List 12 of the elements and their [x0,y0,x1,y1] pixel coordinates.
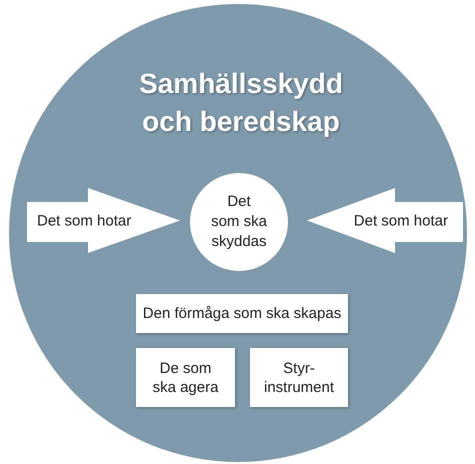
card-label: Styr- instrument [262,358,336,396]
block-arrow [307,188,463,253]
info-card [250,348,348,407]
circle-heading: Samhällsskydd och beredskap [138,67,344,139]
circle-label: Det som ska skyddas [210,192,268,252]
arrow-label: Det som hotar [37,211,132,230]
card-label: De som ska agera [152,358,220,396]
info-card [136,294,348,333]
block-arrow [27,188,180,253]
arrow-label: Det som hotar [354,211,448,230]
card-label: Den förmåga som ska skapas [142,304,342,323]
info-card [136,348,235,407]
